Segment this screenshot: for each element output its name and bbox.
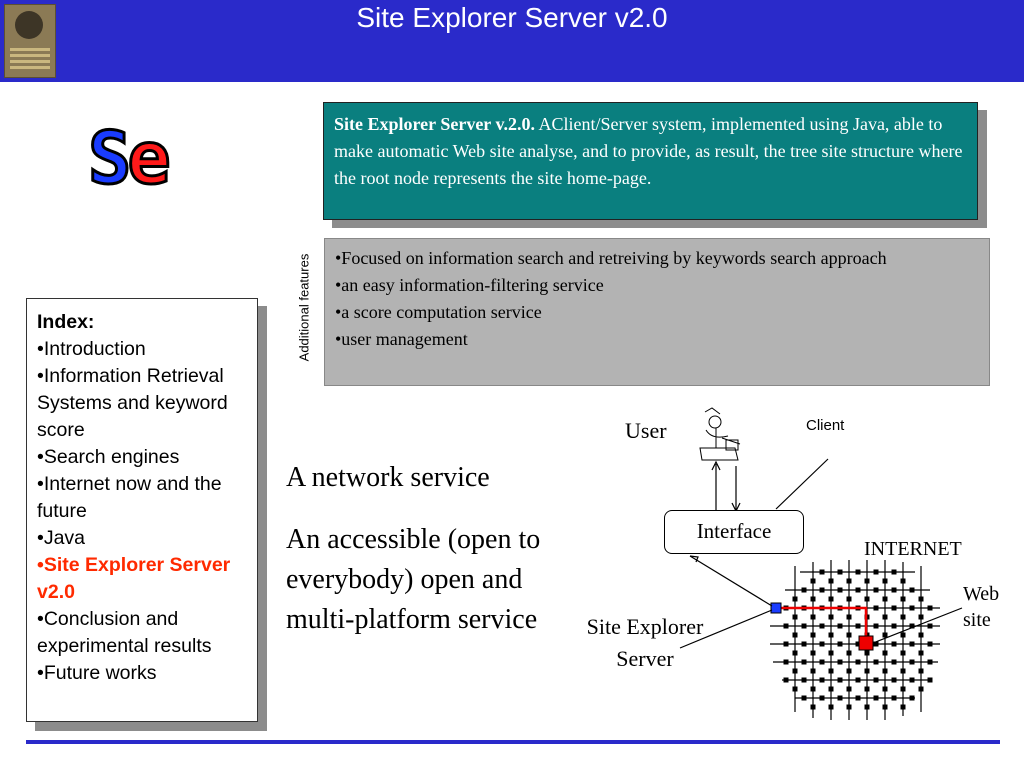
index-item-search-engines[interactable]: •Search engines [37,446,180,468]
features-box: •Focused on information search and retre… [324,238,990,386]
server-label: Site Explorer Server [586,614,704,671]
university-logo [4,4,56,78]
description-text: AClient/Server system, implemented using… [334,114,963,188]
header-bar: Site Explorer Server v2.0 [0,0,1024,82]
route-path [776,606,868,643]
index-item-ir-systems[interactable]: •Information Retrieval Systems and keywo… [37,365,228,441]
website-node-icon [858,635,874,651]
index-item-introduction[interactable]: •Introduction [37,338,146,360]
additional-features-text: Additional features [296,253,312,362]
index-box: Index: •Introduction •Information Retrie… [26,298,258,722]
index-item-internet[interactable]: •Internet now and the future [37,473,222,522]
user-figure-icon [699,407,741,461]
network-service-heading: A network service [286,462,490,493]
feature-item: •user management [335,329,468,349]
index-item-site-explorer[interactable]: •Site Explorer Server v2.0 [37,554,231,603]
footer-line [26,740,1000,744]
page-title: Site Explorer Server v2.0 [356,2,668,33]
logo-emblem [15,11,43,39]
web-site-label: Web site [963,583,1000,631]
index-item-future-works[interactable]: •Future works [37,662,157,684]
feature-item: •a score computation service [335,302,542,322]
feature-item: •Focused on information search and retre… [335,248,887,268]
se-logo: Se [86,116,172,200]
description-box: Site Explorer Server v.2.0. AClient/Serv… [323,102,978,220]
internet-grid [770,560,940,720]
client-label: Client [806,417,845,434]
index-item-conclusion[interactable]: •Conclusion and experimental results [37,608,212,657]
additional-features-label: Additional features [272,254,332,368]
user-label: User [625,418,667,443]
feature-item: •an easy information-filtering service [335,275,604,295]
index-item-java[interactable]: •Java [37,527,86,549]
network-service-description: An accessible (open to everybody) open a… [286,524,541,635]
internet-label: INTERNET [864,538,962,560]
interface-box: Interface [664,510,804,554]
server-node-icon [770,602,782,614]
logo-text-lines [10,45,50,72]
index-heading: Index: [37,311,95,333]
description-bold: Site Explorer Server v.2.0. [334,114,535,134]
